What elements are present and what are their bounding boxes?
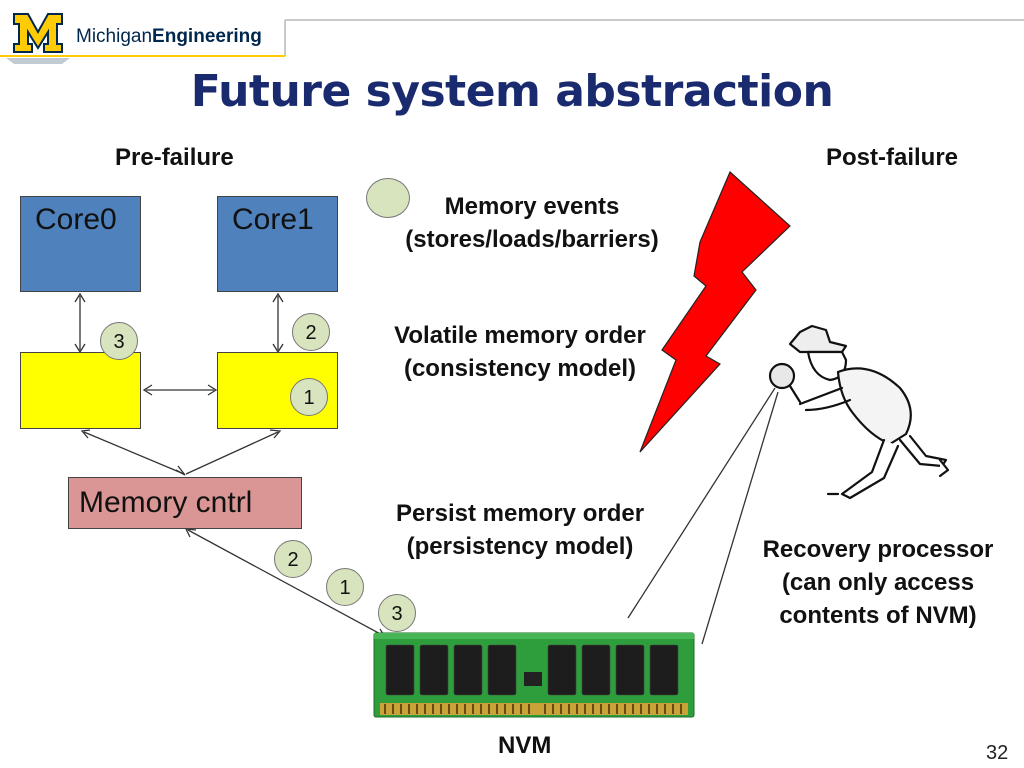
core1-box: Core1 (217, 196, 338, 292)
memory-events-line2: (stores/loads/barriers) (405, 226, 659, 253)
core-cache-arrows (74, 292, 779, 645)
block-m-logo (6, 13, 70, 64)
memory-controller-box: Memory cntrl (68, 477, 302, 529)
recovery-processor-note: Recovery processor (can only access cont… (736, 533, 1020, 632)
memory-event-legend-circle (366, 178, 410, 218)
event-badge-core1-cache: 1 (290, 378, 328, 416)
persist-badge-third: 3 (378, 594, 416, 632)
recovery-line3: contents of NVM) (779, 602, 977, 629)
header-rule (0, 19, 1024, 57)
post-failure-label: Post-failure (826, 144, 959, 171)
event-badge-core1: 2 (292, 313, 330, 351)
page-title: Future system abstraction (190, 66, 834, 117)
persist-badge-second: 1 (326, 568, 364, 606)
memory-events-note: Memory events (stores/loads/barriers) (360, 190, 704, 256)
core0-box: Core0 (20, 196, 141, 292)
nvm-memory-module-icon (373, 632, 695, 718)
recovery-line2: (can only access (781, 569, 975, 596)
logo-wordmark: MichiganEngineering (76, 26, 262, 48)
persist-order-note: Persist memory order (persistency model) (360, 497, 680, 563)
lightning-bolt-icon (639, 170, 791, 453)
page-number: 32 (986, 742, 1009, 764)
volatile-order-line2: (consistency model) (403, 355, 637, 382)
logo-text-plain: Michigan (76, 26, 153, 47)
core0-cache-box (20, 352, 141, 429)
recovery-line1: Recovery processor (762, 536, 994, 563)
event-badge-core0: 3 (100, 322, 138, 360)
persist-order-line1: Persist memory order (395, 500, 645, 527)
persist-order-line2: (persistency model) (406, 533, 634, 560)
nvm-label: NVM (498, 732, 552, 759)
detective-icon (768, 324, 950, 500)
volatile-order-line1: Volatile memory order (394, 322, 646, 349)
logo-text-bold: Engineering (152, 26, 262, 47)
persist-badge-first: 2 (274, 540, 312, 578)
pre-failure-label: Pre-failure (115, 144, 234, 171)
memory-events-line1: Memory events (444, 193, 620, 220)
volatile-order-note: Volatile memory order (consistency model… (360, 319, 680, 385)
